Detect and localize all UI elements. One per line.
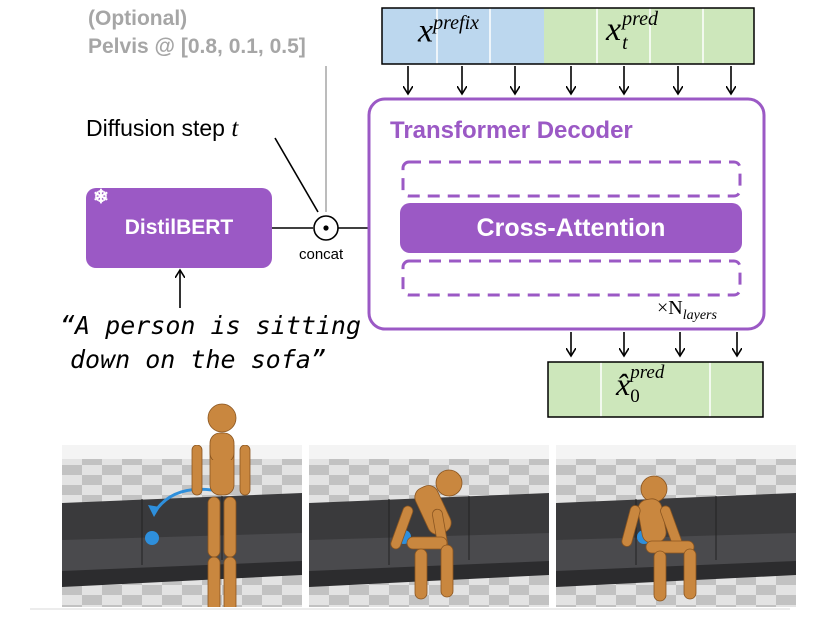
dashed-layer-top [401, 160, 742, 198]
dashed-layer-bottom [401, 259, 742, 297]
diffusion-connector [274, 137, 319, 213]
output-arrows [571, 332, 737, 356]
concat-label: concat [299, 246, 344, 263]
x-prefix-label: xprefix [418, 12, 480, 50]
output-tokens [548, 362, 763, 417]
cross-attention-label: Cross-Attention [476, 213, 666, 242]
bottom-rule [30, 608, 790, 610]
input-arrows [408, 66, 731, 94]
prompt-line-2: down on the sofa” [70, 345, 326, 374]
pred-tokens [544, 8, 754, 64]
distilbert-label: DistilBERT [124, 216, 234, 239]
optional-label: (Optional) [88, 7, 188, 30]
concat-dot [323, 225, 329, 231]
figure-head-frame-1 [207, 403, 237, 460]
layers-count-label: ×Nlayers [657, 297, 717, 323]
frame-seated [556, 445, 796, 607]
frame-standing [62, 445, 302, 607]
prompt-line-1: “A person is sitting [60, 311, 362, 340]
cross-attention-block: Cross-Attention [400, 203, 742, 253]
pelvis-label: Pelvis @ [0.8, 0.1, 0.5] [88, 35, 306, 58]
prefix-tokens [382, 8, 544, 64]
distilbert-block: DistilBERT [86, 188, 272, 268]
snowflake-icon: ❄ [93, 187, 109, 208]
frame-sitting-down [309, 445, 549, 607]
diffusion-step-label: Diffusion step t [86, 115, 239, 142]
decoder-title: Transformer Decoder [390, 117, 633, 144]
